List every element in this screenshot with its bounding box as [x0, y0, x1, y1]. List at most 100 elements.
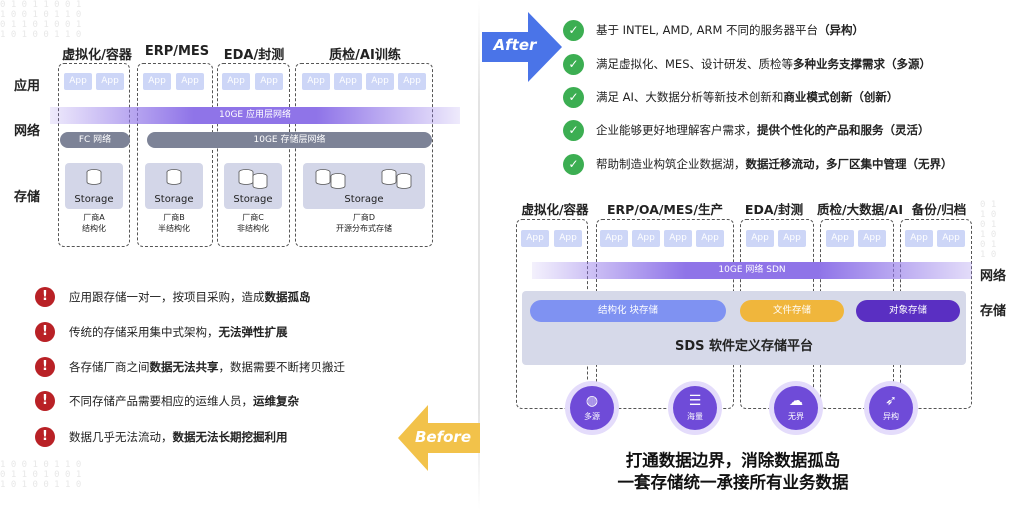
feature-massive: ☰ 海量 [673, 386, 717, 430]
before-app-tile: App [255, 73, 283, 90]
check-icon: ✓ [563, 86, 584, 108]
after-badge-label: After [493, 36, 537, 54]
database-icon: ☰ [688, 393, 702, 409]
sds-platform-label: SDS 软件定义存储平台 [674, 339, 814, 354]
issue-item: !传统的存储采用集中式架构，无法弹性扩展 [35, 322, 288, 342]
warning-icon: ! [35, 322, 55, 342]
storage-label: Storage [74, 194, 114, 205]
binary-background-left: 0 1 0 1 1 0 0 1 1 0 0 1 0 1 1 0 0 1 1 0 … [0, 0, 82, 40]
check-icon: ✓ [563, 19, 584, 41]
tagline-line-1: 打通数据边界，消除数据孤岛 [625, 451, 841, 470]
after-app-tile: App [937, 230, 965, 247]
after-app-tile: App [554, 230, 582, 247]
binary-background-bottom: 1 0 0 1 0 1 1 0 0 1 1 0 1 0 0 1 1 0 1 0 … [0, 460, 82, 490]
before-row-label-network: 网络 [14, 124, 41, 139]
feature-label: 异构 [883, 412, 899, 421]
benefit-item: ✓满足 AI、大数据分析等新技术创新和商业模式创新（创新） [563, 86, 898, 108]
storage-cylinder-icon [315, 169, 331, 185]
before-app-tile: App [222, 73, 250, 90]
before-column-eda [217, 63, 290, 247]
after-app-tile: App [632, 230, 660, 247]
storage-label: Storage [344, 194, 384, 205]
storage-cylinder-icon [252, 173, 268, 189]
after-app-tile: App [858, 230, 886, 247]
before-storage-a: Storage [65, 163, 123, 209]
after-app-tile: App [746, 230, 774, 247]
storage-type-a: 结构化 [82, 224, 106, 233]
cloud-icon: ☁ [789, 393, 803, 409]
before-badge-label: Before [414, 428, 471, 446]
issue-item: !应用跟存储一对一，按项目采购，造成数据孤岛 [35, 287, 311, 307]
after-category-qc-bigdata-ai: 质检/大数据/AI [817, 202, 903, 217]
before-app-tile: App [398, 73, 426, 90]
before-category-qc-ai: 质检/AI训练 [329, 48, 401, 63]
feature-label: 海量 [687, 412, 703, 421]
before-app-tile: App [96, 73, 124, 90]
before-app-tile: App [366, 73, 394, 90]
before-storage-d: Storage [303, 163, 425, 209]
storage-cylinder-icon [330, 173, 346, 189]
before-row-label-app: 应用 [14, 79, 41, 94]
after-app-tile: App [905, 230, 933, 247]
before-category-eda: EDA/封测 [223, 48, 285, 63]
storage-type-b: 半结构化 [158, 224, 190, 233]
issue-item: !各存储厂商之间数据无法共享，数据需要不断拷贝搬迁 [35, 357, 345, 377]
before-app-tile: App [334, 73, 362, 90]
feature-label: 无界 [788, 412, 804, 421]
before-row-label-storage: 存储 [14, 190, 41, 205]
issue-item: !数据几乎无法流动，数据无法长期挖掘利用 [35, 427, 288, 447]
before-category-erp: ERP/MES [144, 44, 210, 59]
storage-cylinder-icon [381, 169, 397, 185]
storage-label: Storage [154, 194, 194, 205]
after-app-tile: App [696, 230, 724, 247]
globe-icon: ◍ [585, 393, 599, 409]
before-app-tile: App [143, 73, 171, 90]
before-arrow-badge [398, 405, 480, 471]
before-column-qc-ai [295, 63, 433, 247]
benefit-item: ✓企业能够更好地理解客户需求，提供个性化的产品和服务（灵活） [563, 119, 930, 141]
before-app-network-band: 10GE 应用层网络 [50, 107, 460, 124]
before-app-tile: App [64, 73, 92, 90]
storage-vendor-c: 厂商C [242, 213, 264, 222]
check-icon: ✓ [563, 53, 584, 75]
issue-item: !不同存储产品需要相应的运维人员，运维复杂 [35, 391, 299, 411]
feature-multi-source: ◍ 多源 [570, 386, 614, 430]
storage-vendor-a: 厂商A [83, 213, 105, 222]
after-app-tile: App [778, 230, 806, 247]
storage-cylinder-icon [166, 169, 182, 185]
warning-icon: ! [35, 427, 55, 447]
before-storage-b: Storage [145, 163, 203, 209]
after-arrow-badge [482, 12, 562, 82]
before-category-virtualization: 虚拟化/容器 [62, 48, 132, 63]
warning-icon: ! [35, 391, 55, 411]
storage-label: Storage [233, 194, 273, 205]
before-column-virtualization [58, 63, 130, 247]
after-category-backup: 备份/归档 [911, 202, 967, 217]
after-app-tile: App [600, 230, 628, 247]
before-fc-network-band: FC 网络 [60, 132, 130, 148]
before-storage-c: Storage [224, 163, 282, 209]
warning-icon: ! [35, 357, 55, 377]
warning-icon: ! [35, 287, 55, 307]
block-storage-pill: 结构化 块存储 [530, 300, 726, 322]
file-storage-pill: 文件存储 [740, 300, 844, 322]
storage-cylinder-icon [238, 169, 254, 185]
after-network-band: 10GE 网络 SDN [532, 262, 972, 279]
check-icon: ✓ [563, 153, 584, 175]
center-divider [478, 0, 480, 510]
storage-type-d: 开源分布式存储 [336, 224, 392, 233]
benefit-item: ✓帮助制造业构筑企业数据湖，数据迁移流动，多厂区集中管理（无界） [563, 153, 953, 175]
storage-cylinder-icon [86, 169, 102, 185]
storage-type-c: 非结构化 [237, 224, 269, 233]
after-category-virtualization: 虚拟化/容器 [521, 202, 589, 217]
feature-heterogeneous: ➶ 异构 [869, 386, 913, 430]
after-app-tile: App [826, 230, 854, 247]
after-row-label-storage: 存储 [980, 304, 1007, 319]
before-app-tile: App [176, 73, 204, 90]
after-app-tile: App [521, 230, 549, 247]
benefit-item: ✓基于 INTEL, AMD, ARM 不同的服务器平台（异构） [563, 19, 864, 41]
storage-vendor-d: 厂商D [352, 213, 376, 222]
after-row-label-network: 网络 [980, 269, 1007, 284]
rocket-icon: ➶ [885, 393, 897, 409]
before-column-erp [137, 63, 213, 247]
